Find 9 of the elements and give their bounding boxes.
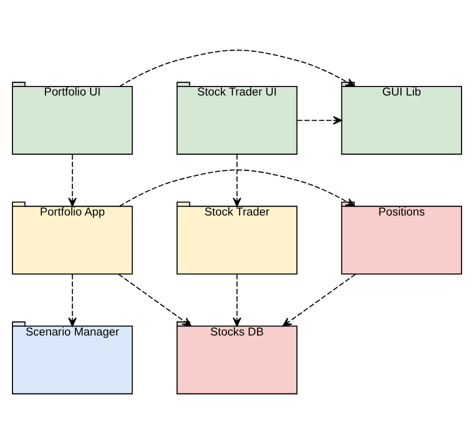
arrow <box>232 274 242 327</box>
arrow <box>119 169 355 207</box>
arrow <box>297 116 342 125</box>
arrow <box>119 50 355 87</box>
arrow <box>282 274 356 327</box>
arrow <box>68 274 77 327</box>
arrow <box>232 154 242 207</box>
arrow <box>68 154 77 207</box>
arrow <box>118 274 192 327</box>
